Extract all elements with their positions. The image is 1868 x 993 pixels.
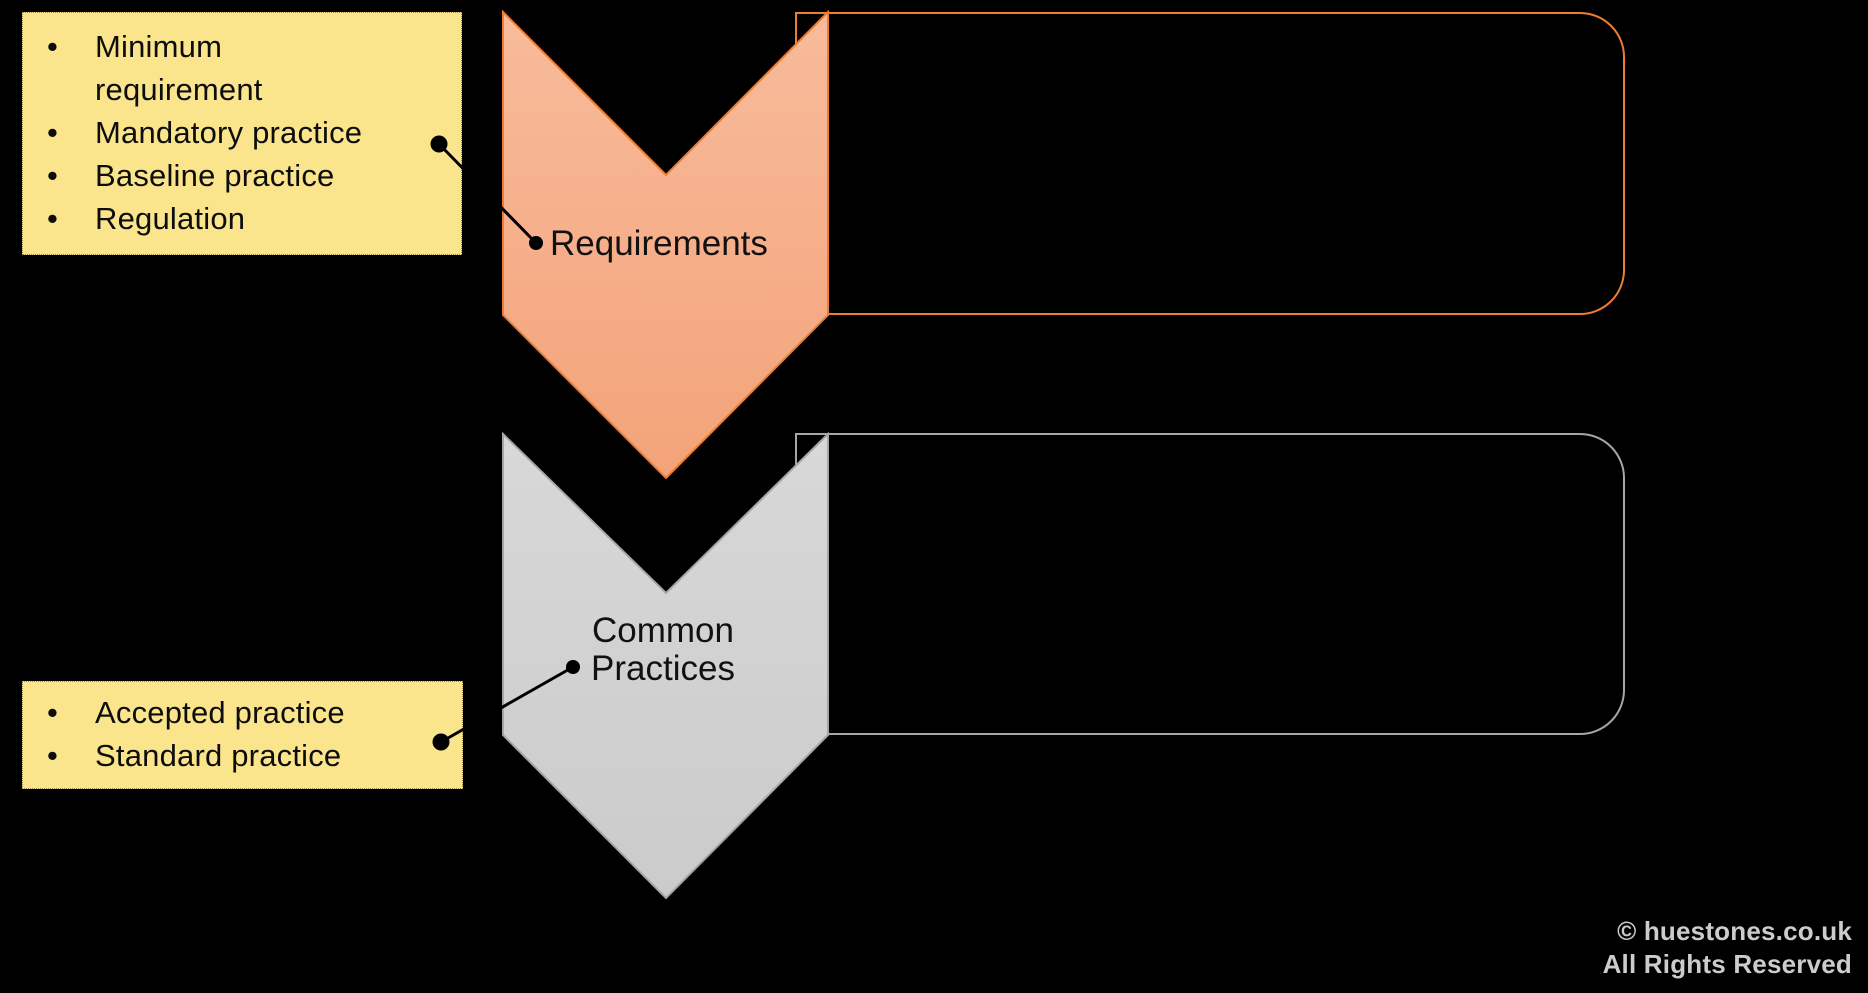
- common-practices-label: Common Practices: [591, 611, 735, 688]
- copyright-line2: All Rights Reserved: [1602, 949, 1852, 979]
- copyright-line1: © huestones.co.uk: [1617, 916, 1852, 946]
- list-item: • Baseline practice: [37, 154, 447, 197]
- copyright: © huestones.co.uk All Rights Reserved: [1603, 915, 1852, 981]
- bullet-icon: •: [47, 158, 58, 193]
- list-item: • Accepted practice: [37, 691, 448, 734]
- bullet-icon: •: [47, 201, 58, 236]
- note-item-text: Minimum requirement: [95, 29, 263, 107]
- requirements-chevron: [502, 9, 829, 480]
- list-item: • Standard practice: [37, 734, 448, 777]
- bullet-icon: •: [47, 29, 58, 64]
- requirements-note-list: • Minimum requirement • Mandatory practi…: [37, 25, 447, 240]
- common-practices-callout-connector: [432, 660, 580, 751]
- bullet-icon: •: [47, 115, 58, 150]
- common-practices-note-list: • Accepted practice • Standard practice: [37, 691, 448, 777]
- note-item-text: Baseline practice: [95, 158, 335, 193]
- connector-dot: [430, 135, 448, 153]
- common-practices-chevron: [502, 431, 829, 900]
- connector-dot: [529, 236, 543, 250]
- common-practices-panel: [795, 433, 1625, 735]
- common-practices-note: • Accepted practice • Standard practice: [22, 681, 463, 789]
- list-item: • Mandatory practice: [37, 111, 447, 154]
- list-item: • Minimum requirement: [37, 25, 447, 111]
- bullet-icon: •: [47, 695, 58, 730]
- requirements-callout-connector: [430, 135, 543, 250]
- requirements-note: • Minimum requirement • Mandatory practi…: [22, 12, 462, 255]
- connector-dot: [432, 733, 450, 751]
- requirements-panel: [795, 12, 1625, 315]
- connector-dot: [566, 660, 580, 674]
- bullet-icon: •: [47, 738, 58, 773]
- list-item: • Regulation: [37, 197, 447, 240]
- note-item-text: Standard practice: [95, 738, 342, 773]
- requirements-label: Requirements: [550, 224, 768, 263]
- note-item-text: Accepted practice: [95, 695, 345, 730]
- note-item-text: Mandatory practice: [95, 115, 363, 150]
- note-item-text: Regulation: [95, 201, 246, 236]
